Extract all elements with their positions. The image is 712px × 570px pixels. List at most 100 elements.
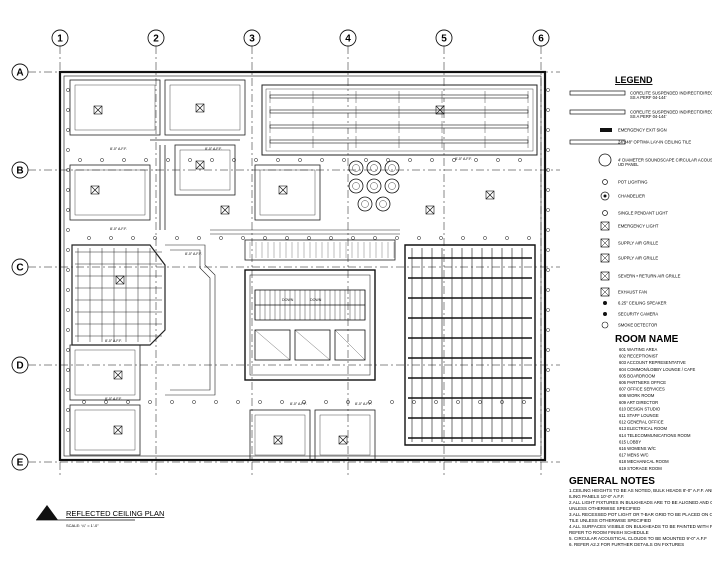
north-arrow-icon <box>36 505 58 520</box>
pot-light <box>546 248 550 252</box>
grid-column-label: 6 <box>538 34 544 45</box>
pot-light <box>302 400 306 404</box>
pot-light <box>66 408 70 412</box>
legend-item: 24"x48" OPTIMA LAY-IN CEILING TILE <box>569 139 691 145</box>
grid-row-label: B <box>16 166 23 177</box>
camera-icon <box>603 312 607 316</box>
ceiling-height-tag: 8'-0" A.F.F. <box>455 157 472 161</box>
pot-light <box>452 158 456 162</box>
pot-light <box>546 388 550 392</box>
legend-item-label-cont: UD PANEL <box>618 162 639 167</box>
pot-light <box>66 228 70 232</box>
ceiling-height-tag: 8'-0" A.F.F. <box>290 402 307 406</box>
pot-light <box>417 236 421 240</box>
general-note-text: 2.ALL LIGHT FIXTURES IN BULKHEADS ARE TO… <box>569 500 712 505</box>
room-name-item: 603 ACCOUNT REPRESENTATIVE <box>619 360 686 365</box>
pot-light <box>66 128 70 132</box>
pot-light <box>412 400 416 404</box>
room-name-item: 601 WAITING AREA <box>619 347 657 352</box>
pot-light <box>254 158 258 162</box>
pot-light <box>210 158 214 162</box>
legend-item-label: SECURITY CAMERA <box>618 312 658 317</box>
legend-item-label-cont: SS A PERF 04-144' <box>630 95 667 100</box>
legend-title: LEGEND <box>615 75 653 85</box>
supply-grilles <box>90 103 495 445</box>
grid-bubble-2 <box>147 29 165 47</box>
room-name-item: 615 LOBBY <box>619 439 641 444</box>
grid-column-label: 4 <box>345 34 351 45</box>
pot-light <box>131 236 135 240</box>
mid-bulkhead-strip <box>244 239 396 261</box>
legend-item-label: SINGLE PENDANT LIGHT <box>618 211 668 216</box>
general-note-text-cont: TILE UNLESS OTHERWISE SPECIFIED <box>569 518 652 523</box>
pot-light <box>66 188 70 192</box>
grid-bubble-6 <box>532 29 550 47</box>
legend-item: CORELITE SUSPENDED INDIRECT/DIRECT LIGHT… <box>569 110 712 119</box>
grid-row-label: D <box>16 361 23 372</box>
ceiling-height-tag: 8'-0" A.F.F. <box>105 397 122 401</box>
grid-column-label: 1 <box>57 34 63 45</box>
pot-light <box>66 148 70 152</box>
room-name-title: ROOM NAME <box>615 334 679 345</box>
acoustic-cloud <box>384 178 400 194</box>
acoustic-cloud-icon <box>598 153 612 167</box>
pot-light <box>66 88 70 92</box>
ceiling-height-tag: 8'-0" A.F.F. <box>105 339 122 343</box>
pot-light <box>505 236 509 240</box>
supply-grille <box>338 435 348 445</box>
grid-bubble-E <box>11 453 29 471</box>
pot-light <box>478 400 482 404</box>
room-name-item: 604 COMMON/LOBBY LOUNGE / CAFE <box>619 367 695 372</box>
pot-light <box>109 236 113 240</box>
pot-light <box>232 158 236 162</box>
ceiling-height-tag: 8'-0" A.F.F. <box>110 147 127 151</box>
room-name-item: 606 PARTNERS OFFICE <box>619 380 666 385</box>
pot-light <box>100 158 104 162</box>
upper-left-rooms <box>69 79 321 230</box>
legend-item-label: POT LIGHTING <box>618 180 647 185</box>
legend-item-label: EXHAUST FAN <box>618 290 647 295</box>
pot-light <box>500 400 504 404</box>
pot-light <box>276 158 280 162</box>
acoustic-cloud <box>357 196 373 212</box>
acoustic-cloud <box>366 178 382 194</box>
troffer-icon <box>569 139 626 145</box>
return-grille-icon <box>600 271 610 281</box>
ceiling-height-tag: 8'-0" A.F.F. <box>110 227 127 231</box>
general-note-text: 5. CIRCULAR ACOUSTICAL CLOUDS TO BE MOUN… <box>569 536 707 541</box>
pot-light <box>285 236 289 240</box>
pot-light <box>546 108 550 112</box>
room-name-item: 611 STAFF LOUNGE <box>619 413 659 418</box>
legend-item: CHANDELIER <box>600 191 645 201</box>
grid-bubble-1 <box>51 29 69 47</box>
general-note-text: 1.CEILING HEIGHTS TO BE AS NOTED, BULK H… <box>569 488 712 493</box>
general-note: 1.CEILING HEIGHTS TO BE AS NOTED, BULK H… <box>569 488 712 499</box>
grid-column-label: 3 <box>249 34 255 45</box>
room-name-item: 614 TELECOMMUNICATIONS ROOM <box>619 433 691 438</box>
pot-light <box>546 128 550 132</box>
pot-light <box>66 268 70 272</box>
pot-light <box>298 158 302 162</box>
pot-light <box>456 400 460 404</box>
pot-light <box>197 236 201 240</box>
legend-item: SUPPLY AIR GRILLE <box>600 238 658 248</box>
room-name-item: 609 ART DIRECTOR <box>619 400 658 405</box>
ceiling-height-tag: 8'-0" A.F.F. <box>355 402 372 406</box>
room-name-item: 605 BOARDROOM <box>619 373 656 378</box>
pot-light <box>241 236 245 240</box>
pot-light <box>522 400 526 404</box>
legend-item-label: 6.25" CEILING SPEAKER <box>618 301 667 306</box>
pot-light <box>66 388 70 392</box>
room-name-item: 616 WOMENS W/C <box>619 446 656 451</box>
pot-light <box>546 208 550 212</box>
legend-item-label: CORELITE SUSPENDED INDIRECT/DIRECT LIGHT… <box>630 110 712 115</box>
pot-light <box>82 400 86 404</box>
pot-light <box>390 400 394 404</box>
pot-light <box>386 158 390 162</box>
pot-light <box>324 400 328 404</box>
legend-item: SEVERN • RETURN AIR GRILLE <box>600 271 681 281</box>
pot-light <box>439 236 443 240</box>
pot-light <box>219 236 223 240</box>
